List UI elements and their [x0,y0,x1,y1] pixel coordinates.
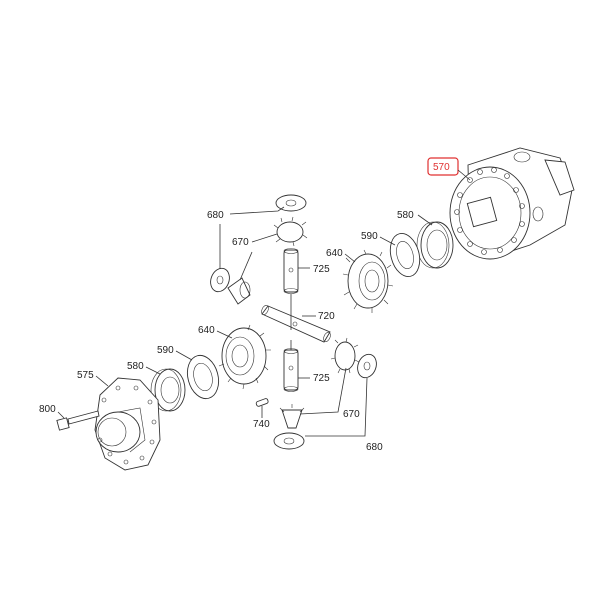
part-725-top-pin[interactable] [283,248,299,294]
part-580-top-bearing[interactable] [416,221,454,269]
label-640-left: 640 [198,325,215,336]
label-680-bottom: 680 [366,442,383,453]
part-680-bottom-washer[interactable] [273,432,305,450]
part-575-flange-case[interactable] [94,377,161,471]
part-680-top-left-washer[interactable] [207,266,232,295]
label-670-bottom: 670 [343,409,360,420]
part-670-right-pinion-gear[interactable] [330,337,360,374]
part-670-top-pinion-gear[interactable] [273,216,308,247]
part-570-differential-case[interactable] [449,147,575,260]
label-800: 800 [39,404,56,415]
part-800-bolt[interactable] [56,410,100,431]
label-580-top: 580 [397,210,414,221]
label-740: 740 [253,419,270,430]
part-670-bottom-pinion-gear[interactable] [279,404,305,429]
part-670-left-pinion-gear[interactable] [227,277,251,305]
label-575: 575 [77,370,94,381]
part-640-left-side-gear[interactable] [218,324,271,390]
part-680-right-washer[interactable] [354,352,379,381]
part-680-top-washer[interactable] [275,194,307,212]
label-725-bottom: 725 [313,373,330,384]
part-590-top-thrust-washer[interactable] [386,230,424,280]
label-680-top: 680 [207,210,224,221]
part-725-bottom-pin[interactable] [283,348,299,392]
part-640-top-side-gear[interactable] [342,249,394,313]
label-590-top: 590 [361,231,378,242]
part-580-left-bearing[interactable] [150,368,186,412]
part-570-highlight-box [427,157,459,176]
label-640-top: 640 [326,248,343,259]
label-670-top: 670 [232,237,249,248]
label-725-top: 725 [313,264,330,275]
label-720: 720 [318,311,335,322]
label-580-left: 580 [127,361,144,372]
label-590-left: 590 [157,345,174,356]
part-740-lock-pin[interactable] [255,398,269,407]
part-590-left-thrust-washer[interactable] [183,352,223,402]
part-720-cross-shaft[interactable] [260,304,332,343]
label-570[interactable]: 570 [433,162,450,173]
